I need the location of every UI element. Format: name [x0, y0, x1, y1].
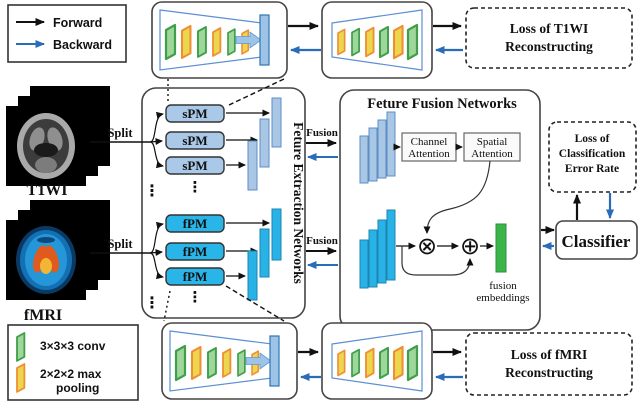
spm-block-1 — [165, 104, 225, 123]
feature-fusion-networks: Feture Fusion Networks Channel Attention… — [339, 89, 541, 331]
t1wi-brain-image — [17, 113, 75, 179]
t1wi-decoder-network — [322, 2, 432, 78]
classifier-label: Classifier — [562, 232, 631, 251]
pool-legend-line2: pooling — [56, 381, 99, 395]
fusion-label-top: Fusion — [306, 127, 338, 139]
spm-label-2: sPM — [182, 133, 207, 148]
spm-label-3: sPM — [182, 158, 207, 173]
split-ellipsis-top: ⋮ — [144, 181, 160, 200]
spatial-to-multiply-curve — [423, 160, 491, 234]
spm-feature-bar-1 — [247, 140, 258, 191]
residual-skip-curve — [401, 246, 474, 276]
loss-fmri-line1: Loss of fMRI — [511, 347, 588, 362]
t1wi-encoder-network — [152, 2, 287, 78]
pool-legend-line1: 2×2×2 max — [40, 367, 102, 381]
channel-attention-box — [401, 132, 457, 162]
split-fmri: Split — [90, 221, 164, 280]
backward-label: Backward — [53, 38, 112, 52]
split-t1wi: Split — [90, 111, 164, 169]
loss-t1wi-line2: Reconstructing — [505, 39, 593, 54]
s-feature-stack-bar1 — [359, 135, 369, 184]
f-feature-stack-bar2 — [368, 229, 378, 288]
pool-slab-icon — [16, 363, 26, 393]
f-feature-stack-bar4 — [386, 209, 396, 281]
arrow-legend: Forward Backward — [7, 4, 127, 63]
projection-line-top-right — [228, 78, 285, 106]
fpm-ellipsis: ⋮ — [188, 288, 203, 306]
spm-feature-bar-3 — [271, 97, 282, 148]
s-feature-stack-bar3 — [377, 119, 387, 179]
fusion-link-top: Fusion — [306, 127, 338, 161]
fpm-label-1: fPM — [183, 216, 208, 231]
add-operator: ⊕ — [460, 232, 480, 260]
conv-legend-label: 3×3×3 conv — [40, 339, 106, 353]
fusion-link-bottom: Fusion — [306, 235, 338, 269]
spatial-attention-line2: Attention — [471, 148, 513, 160]
arrow-legend-box — [7, 4, 127, 63]
fmri-encoder-network — [162, 323, 297, 399]
projection-line-bottom-right — [225, 285, 285, 322]
conv-slab-icon — [16, 332, 26, 362]
fmri-decoder-network — [322, 323, 432, 399]
fpm-label-2: fPM — [183, 244, 208, 259]
f-feature-stack-bar3 — [377, 219, 387, 284]
fpm-block-3 — [165, 267, 225, 286]
f-feature-stack-bar1 — [359, 239, 369, 289]
feature-extraction-networks: Feture Extraction Networks sPM sPM sPM ⋮… — [141, 87, 306, 319]
embeddings-label-line1: fusion — [489, 280, 517, 292]
loss-cls-line2: Classification — [559, 148, 626, 160]
fpm-label-3: fPM — [183, 269, 208, 284]
loss-cls-line1: Loss of — [575, 133, 610, 145]
fpm-feature-bar-2 — [259, 228, 270, 278]
extraction-title: Feture Extraction Networks — [291, 122, 306, 284]
fusion-title: Feture Fusion Networks — [367, 96, 517, 112]
fpm-feature-bar-3 — [271, 208, 282, 261]
split-ellipsis-bottom: ⋮ — [144, 293, 160, 312]
spm-feature-bar-2 — [259, 118, 270, 168]
classifier: Classifier — [555, 220, 638, 260]
loss-cls-line3: Error Rate — [565, 163, 619, 175]
t1wi-input: T1WI — [6, 86, 110, 199]
channel-attention-line2: Attention — [408, 148, 450, 160]
spatial-attention-line1: Spatial — [477, 136, 508, 148]
s-feature-stack-bar2 — [368, 127, 378, 182]
spm-ellipsis: ⋮ — [188, 178, 203, 196]
loss-fmri-line2: Reconstructing — [505, 365, 593, 380]
fpm-feature-bar-1 — [247, 250, 258, 301]
s-feature-stack-bar4 — [386, 111, 396, 177]
kernel-legend: 3×3×3 conv 2×2×2 max pooling — [7, 324, 139, 401]
loss-t1wi-box: Loss of T1WI Reconstructing — [465, 7, 633, 69]
t1wi-label: T1WI — [27, 182, 68, 199]
spm-label-1: sPM — [182, 106, 207, 121]
spm-block-2 — [165, 131, 225, 150]
fusion-label-bottom: Fusion — [306, 235, 338, 247]
split-label-bottom: Split — [107, 237, 133, 251]
fusion-embeddings-bar — [495, 223, 507, 273]
fpm-block-2 — [165, 242, 225, 261]
spm-block-3 — [165, 156, 225, 175]
channel-attention-line1: Channel — [411, 136, 448, 148]
fmri-label: fMRI — [24, 307, 62, 324]
spatial-attention-box — [463, 132, 521, 162]
kernel-legend-box — [7, 324, 139, 401]
fpm-block-1 — [165, 214, 225, 233]
fmri-input: fMRI — [6, 200, 110, 324]
loss-fmri-box: Loss of fMRI Reconstructing — [465, 332, 633, 396]
loss-t1wi-line1: Loss of T1WI — [510, 21, 589, 36]
fmri-brain-image — [16, 226, 76, 294]
classifier-box — [555, 220, 638, 260]
multiply-operator: ⊗ — [417, 232, 437, 260]
projection-line-bottom-left — [163, 290, 171, 322]
forward-label: Forward — [53, 16, 102, 30]
split-label-top: Split — [107, 126, 133, 140]
embeddings-label-line2: embeddings — [476, 292, 529, 304]
loss-classification-box: Loss of Classification Error Rate — [548, 121, 637, 193]
